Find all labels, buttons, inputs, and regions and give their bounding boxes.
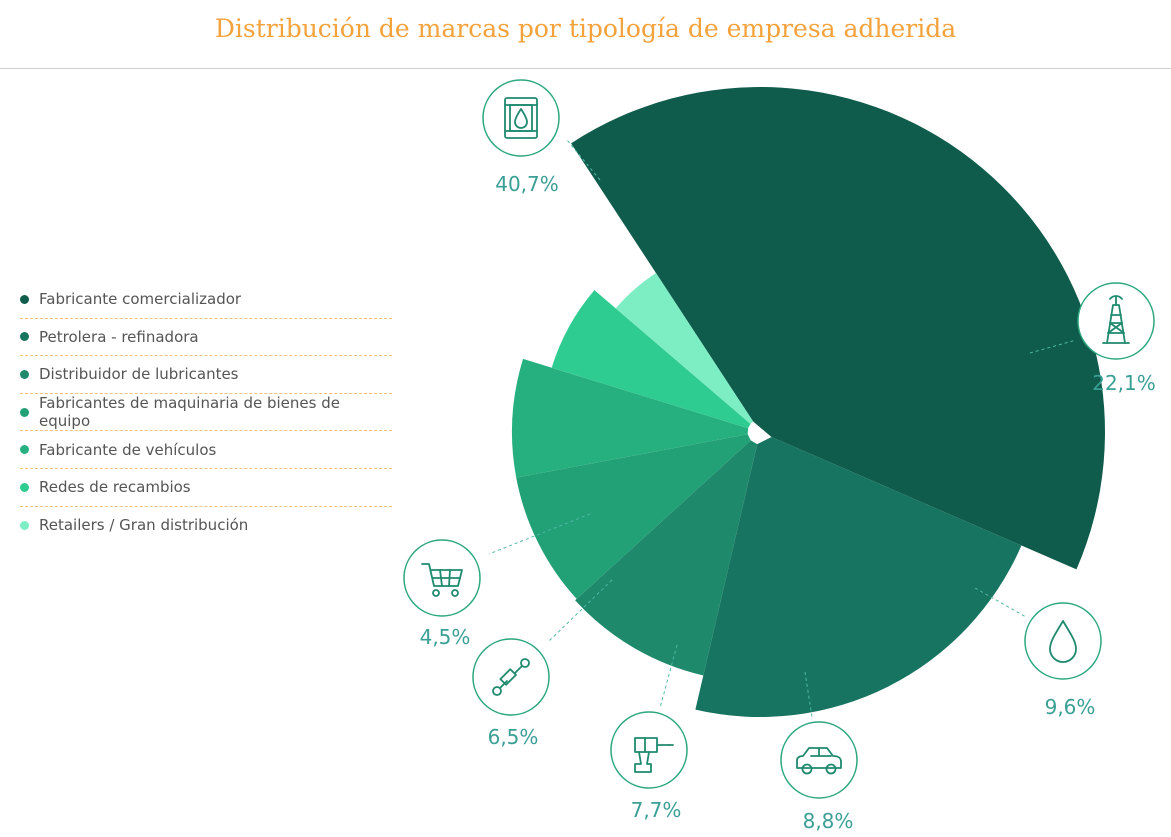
icon-badge [780, 721, 858, 799]
leader-line [659, 644, 678, 709]
oil-can-icon [504, 97, 538, 139]
percent-label: 9,6% [1045, 695, 1096, 719]
oil-derrick-icon [1102, 295, 1130, 344]
legend-swatch [20, 369, 29, 379]
legend-swatch [20, 332, 29, 342]
percent-label: 22,1% [1092, 371, 1156, 395]
leader-line [974, 587, 1027, 618]
percent-label: 4,5% [420, 625, 471, 649]
legend-swatch [20, 520, 29, 530]
leader-line [1029, 339, 1077, 354]
legend-item: Fabricantes de maquinaria de bienes de e… [20, 394, 392, 432]
icon-badge [482, 79, 560, 157]
percent-label: 40,7% [495, 172, 559, 196]
percent-label: 7,7% [631, 798, 682, 822]
legend-item: Fabricante de vehículos [20, 431, 392, 469]
pie-slice [575, 440, 758, 676]
legend-label: Redes de recambios [39, 478, 191, 497]
leader-line [547, 579, 613, 643]
legend-swatch [20, 294, 29, 304]
icon-badge [610, 711, 688, 789]
pie-slice [512, 358, 749, 478]
legend-swatch [20, 445, 29, 455]
legend: Fabricante comercializador Petrolera - r… [20, 281, 392, 544]
icon-badge [1077, 282, 1155, 360]
title-divider [0, 68, 1171, 69]
percent-label: 8,8% [803, 809, 854, 833]
pie-slice [551, 290, 751, 429]
leader-line [804, 671, 813, 718]
pie-slice [516, 434, 751, 599]
shopping-cart-icon [421, 563, 463, 597]
leader-line [488, 513, 591, 555]
legend-item: Retailers / Gran distribución [20, 507, 392, 545]
legend-item: Fabricante comercializador [20, 281, 392, 319]
legend-label: Fabricantes de maquinaria de bienes de e… [39, 394, 340, 431]
legend-label: Fabricante de vehículos [39, 440, 217, 459]
percent-label: 6,5% [488, 725, 539, 749]
legend-item: Redes de recambios [20, 469, 392, 507]
drill-icon [634, 737, 674, 773]
pie-slice [695, 436, 1022, 717]
leader-line [566, 139, 601, 181]
legend-swatch [20, 407, 29, 417]
icon-badges [403, 79, 1155, 799]
legend-item: Distribuidor de lubricantes [20, 356, 392, 394]
icon-badge [1024, 602, 1102, 680]
leader-lines [488, 139, 1077, 718]
oil-drop-icon [1049, 620, 1077, 663]
percent-labels: 40,7% 22,1% 9,6% 8,8% 7,7% 6,5% 4,5% [420, 172, 1156, 833]
pie-slices [512, 86, 1105, 717]
legend-item: Petrolera - refinadora [20, 319, 392, 357]
legend-label: Petrolera - refinadora [39, 327, 199, 346]
legend-label: Fabricante comercializador [39, 290, 242, 309]
pie-slice [615, 273, 754, 424]
chart-title: Distribución de marcas por tipología de … [214, 14, 957, 43]
pie-slice [571, 86, 1105, 570]
icon-badge [403, 539, 481, 617]
shock-absorber-icon [492, 658, 530, 696]
car-icon [796, 747, 842, 775]
legend-label: Retailers / Gran distribución [39, 516, 249, 535]
legend-label: Distribuidor de lubricantes [39, 365, 239, 384]
icon-badge [472, 638, 550, 716]
legend-swatch [20, 482, 29, 492]
